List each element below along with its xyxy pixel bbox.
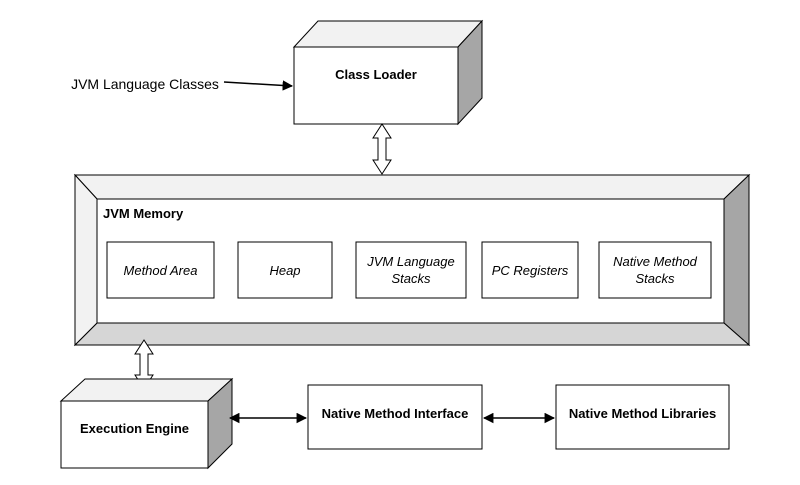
native-interface-box <box>307 384 483 450</box>
native-stacks-label: Native Method Stacks <box>613 254 697 286</box>
pc-registers-box <box>481 241 579 299</box>
language-stacks-label: JVM Language Stacks <box>367 254 455 286</box>
loader-memory-double-arrow <box>372 123 392 175</box>
native-libraries-label: Native Method Libraries <box>568 405 717 421</box>
native-libraries-box <box>555 384 730 450</box>
method-area-box <box>106 241 215 299</box>
heap-label: Heap <box>269 262 301 278</box>
language-stacks-box <box>355 241 467 299</box>
execution-engine-box <box>59 377 234 470</box>
execution-engine-label: Execution Engine <box>79 420 190 436</box>
input-label: JVM Language Classes <box>71 75 219 92</box>
input-arrow <box>223 80 294 91</box>
heap-box <box>237 241 333 299</box>
native-interface-label: Native Method Interface <box>321 405 469 421</box>
class-loader-box <box>292 19 484 126</box>
class-loader-label: Class Loader <box>335 66 417 82</box>
native-stacks-box <box>598 241 712 299</box>
pc-registers-label: PC Registers <box>491 262 569 278</box>
jvm-memory-title: JVM Memory <box>103 205 184 221</box>
method-area-label: Method Area <box>123 262 198 278</box>
